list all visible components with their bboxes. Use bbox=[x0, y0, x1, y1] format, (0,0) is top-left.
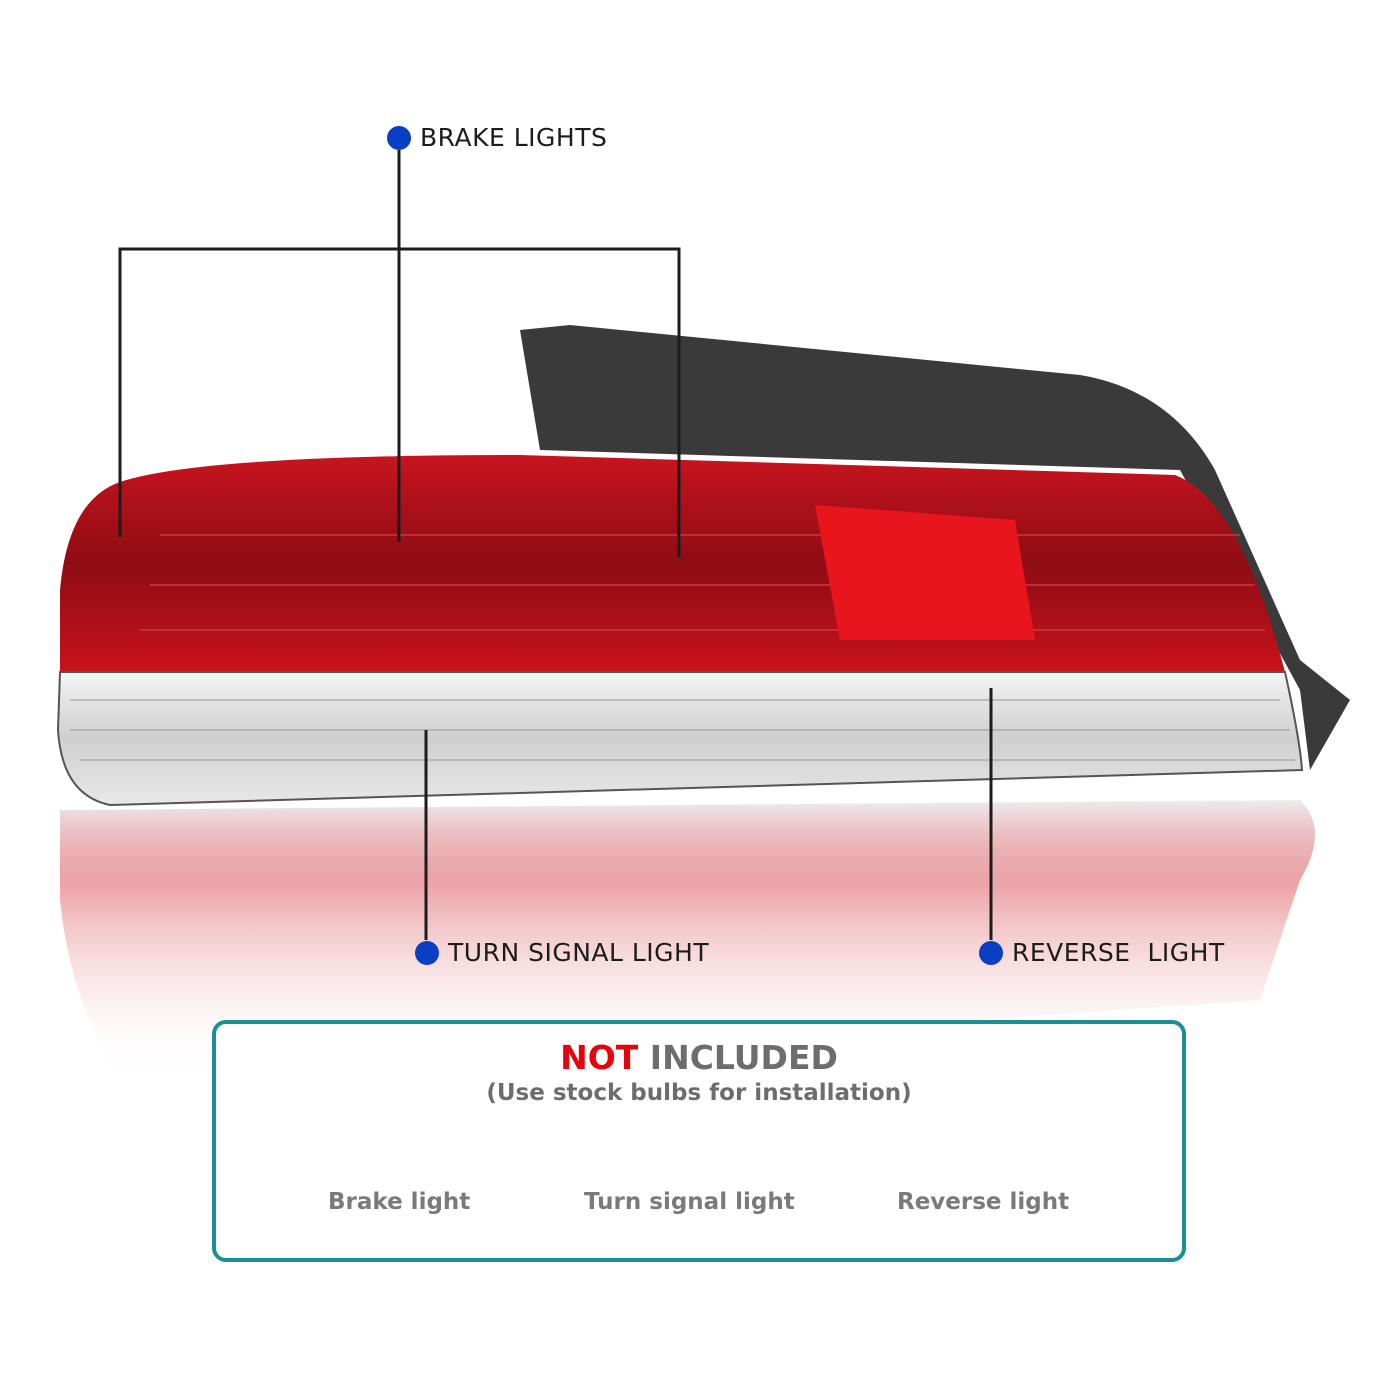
note-title-red: NOT bbox=[560, 1038, 639, 1077]
housing bbox=[520, 325, 1350, 770]
callout-turn-signal: TURN SIGNAL LIGHT bbox=[415, 938, 709, 967]
dot-icon bbox=[979, 940, 1003, 965]
brake-bracket bbox=[118, 247, 681, 557]
reflection bbox=[60, 800, 1315, 1080]
callout-label: REVERSE LIGHT bbox=[1012, 938, 1225, 967]
dot-icon bbox=[415, 940, 439, 965]
red-lens bbox=[60, 455, 1285, 672]
bulb-label-brake: Brake light bbox=[328, 1189, 471, 1215]
callout-label: BRAKE LIGHTS bbox=[420, 123, 608, 152]
note-title-rest: INCLUDED bbox=[649, 1038, 838, 1077]
bulb-label-reverse: Reverse light bbox=[897, 1189, 1070, 1215]
reflector bbox=[815, 505, 1035, 640]
callout-label: TURN SIGNAL LIGHT bbox=[448, 938, 710, 967]
note-subtitle: (Use stock bulbs for installation) bbox=[486, 1080, 912, 1106]
clear-lens bbox=[56, 671, 1304, 807]
dot-icon bbox=[387, 125, 411, 150]
note-title: NOT INCLUDED bbox=[216, 1038, 1182, 1077]
bulb-label-turn: Turn signal light bbox=[584, 1189, 795, 1215]
callout-brake-lights: BRAKE LIGHTS bbox=[387, 123, 607, 152]
callout-reverse: REVERSE LIGHT bbox=[979, 938, 1225, 967]
not-included-box: NOT INCLUDED (Use stock bulbs for instal… bbox=[212, 1020, 1186, 1262]
